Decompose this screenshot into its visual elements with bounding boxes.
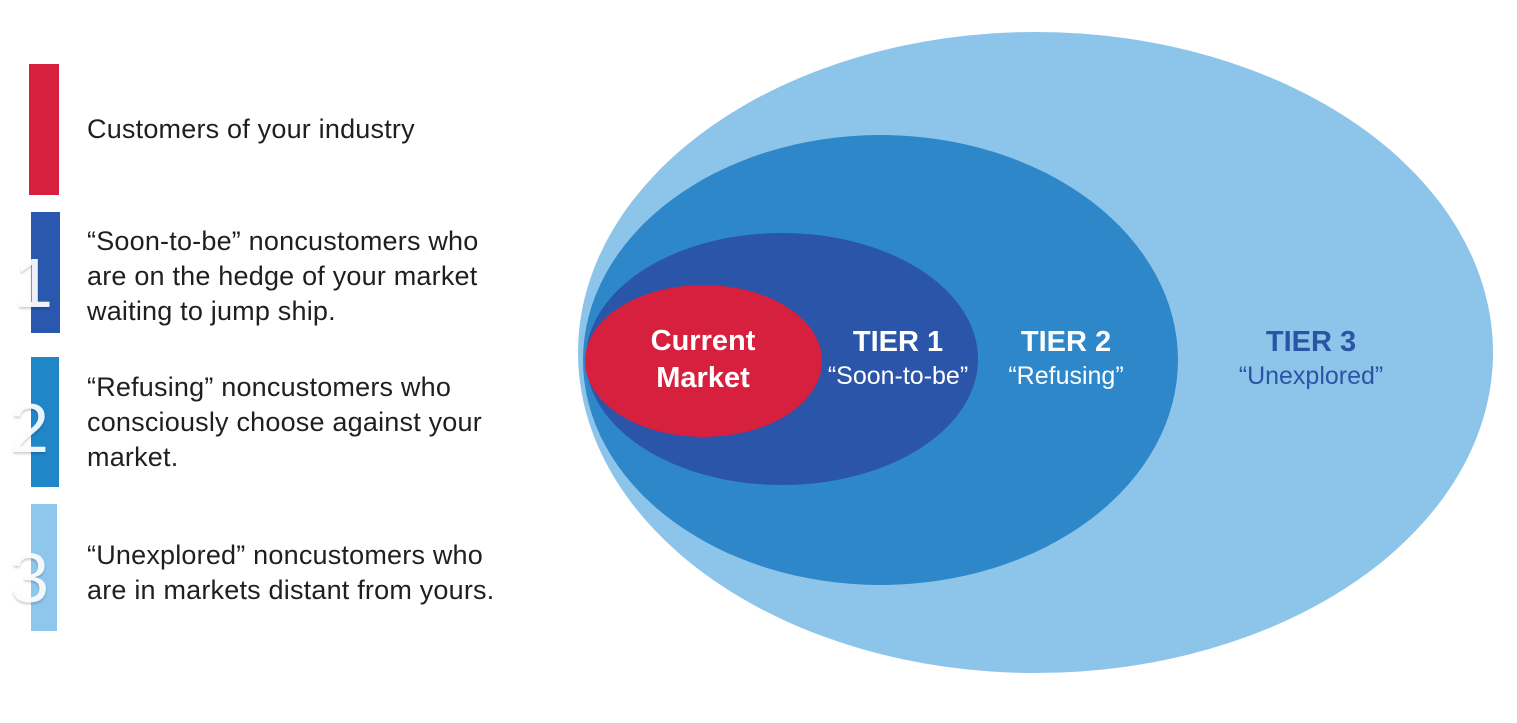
tier2-label: TIER 2 “Refusing” — [1008, 326, 1123, 391]
tier1-subtitle: “Soon-to-be” — [827, 362, 969, 390]
legend-bar-tier2 — [31, 357, 59, 487]
tier2-subtitle: “Refusing” — [1008, 362, 1124, 390]
tier3-label: TIER 3 “Unexplored” — [1239, 326, 1384, 391]
tier2-title: TIER 2 — [1020, 326, 1112, 358]
tier1-label: TIER 1 “Soon-to-be” — [828, 326, 968, 391]
legend-number-1: 1 — [14, 244, 53, 322]
legend-text-current-market: Customers of your industry — [87, 114, 415, 144]
tier3-subtitle: “Unexplored” — [1238, 362, 1384, 390]
legend-bar-tier1 — [31, 212, 60, 333]
legend-text-tier2: “Refusing” noncustomers who consciously … — [87, 372, 482, 472]
tier3-title: TIER 3 — [1265, 326, 1357, 358]
tier1-title: TIER 1 — [852, 326, 944, 358]
current-market-ellipse — [585, 285, 822, 437]
legend-text-tier1: “Soon-to-be” noncustomers who are on the… — [87, 226, 479, 326]
legend-bar-current-market — [29, 64, 59, 195]
legend-number-3: 3 — [10, 539, 49, 617]
legend-bar-tier3 — [31, 504, 57, 631]
legend-number-2: 2 — [10, 389, 49, 467]
legend-text-tier3: “Unexplored” noncustomers who are in mar… — [87, 540, 495, 605]
current-market-label: Current Market — [650, 325, 756, 394]
